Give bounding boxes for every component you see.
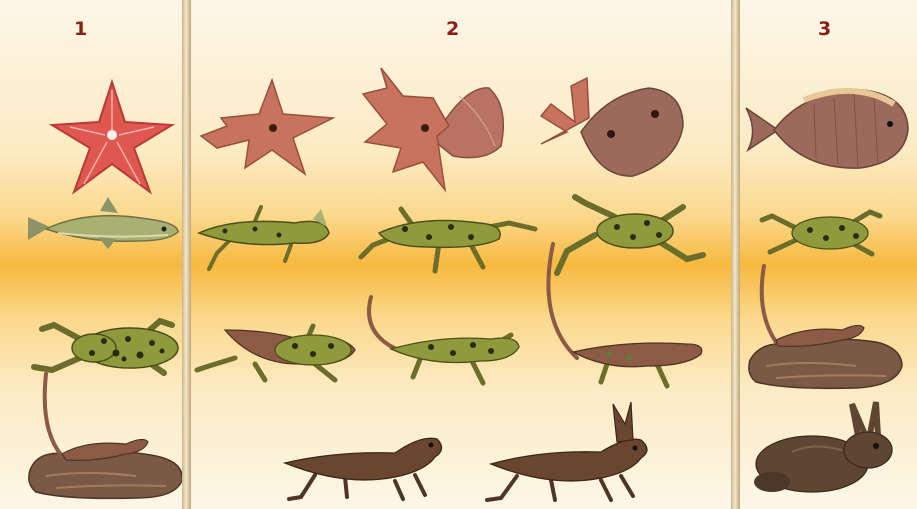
lizard-on-rock-image xyxy=(746,262,906,392)
fish-frog-morph-image xyxy=(359,205,539,280)
rabbit-image xyxy=(752,402,902,497)
fish-legs-morph-1-image xyxy=(195,205,335,275)
panel-2: 2 xyxy=(191,0,731,509)
starfish-fish-morph-2-image xyxy=(363,66,508,194)
lizard-mammal-morph-2-image xyxy=(481,400,656,505)
panel-divider xyxy=(731,0,740,509)
panel-number-1: 1 xyxy=(74,18,87,40)
starfish-fish-morph-3-image xyxy=(537,74,687,184)
fish-image xyxy=(744,84,912,174)
panel-number-3: 3 xyxy=(818,18,831,40)
lizard-on-rock-image xyxy=(26,370,182,500)
frog-lizard-morph-1-image xyxy=(195,320,360,385)
panel-number-2: 2 xyxy=(446,18,459,40)
frog-lizard-morph-2-image xyxy=(361,295,521,390)
lizard-mammal-morph-1-image xyxy=(275,425,450,503)
panel-3: 3 xyxy=(740,0,917,509)
starfish-image xyxy=(50,80,175,195)
starfish-fish-morph-1-image xyxy=(197,78,337,178)
panel-divider xyxy=(182,0,191,509)
panel-1: 1 xyxy=(0,0,182,509)
fish-image xyxy=(28,195,180,250)
lizard-morph-image xyxy=(537,240,707,390)
frog-image xyxy=(760,206,885,261)
